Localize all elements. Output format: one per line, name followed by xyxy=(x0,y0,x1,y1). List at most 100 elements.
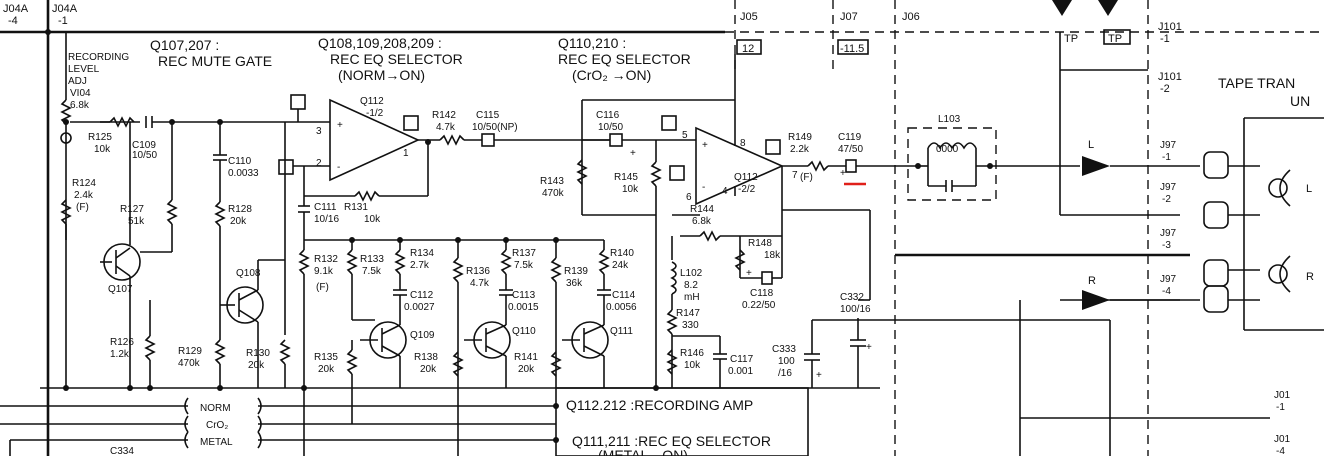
label-cro2: CrO₂ xyxy=(206,420,228,431)
svg-text:R147: R147 xyxy=(676,308,700,319)
svg-text:C114: C114 xyxy=(612,290,636,301)
q107-mute-gate: Q107 R127 51k R126 1.2k xyxy=(100,119,178,388)
svg-text:+: + xyxy=(746,268,752,279)
svg-text:0.0033: 0.0033 xyxy=(228,168,259,179)
svg-text:C333: C333 xyxy=(772,344,796,355)
svg-text:C115: C115 xyxy=(476,110,500,121)
svg-text:0.22/50: 0.22/50 xyxy=(742,300,776,311)
svg-text:-2/2: -2/2 xyxy=(738,184,756,195)
svg-text:R146: R146 xyxy=(680,348,704,359)
svg-text:330: 330 xyxy=(682,320,699,331)
svg-text:-4: -4 xyxy=(1276,446,1285,456)
svg-text:R137: R137 xyxy=(512,248,536,259)
svg-text:J97: J97 xyxy=(1160,182,1177,193)
svg-text:47/50: 47/50 xyxy=(838,144,863,155)
svg-text:VI04: VI04 xyxy=(70,88,91,99)
svg-text:R145: R145 xyxy=(614,172,638,183)
svg-text:0000: 0000 xyxy=(936,144,959,155)
svg-text:4.7k: 4.7k xyxy=(470,278,490,289)
svg-text:1.2k: 1.2k xyxy=(110,349,130,360)
signal-r: R xyxy=(1088,275,1096,287)
svg-text:2: 2 xyxy=(316,158,322,169)
svg-text:10k: 10k xyxy=(364,214,381,225)
svg-text:+: + xyxy=(816,370,822,381)
svg-text:R132: R132 xyxy=(314,254,338,265)
svg-text:C116: C116 xyxy=(596,110,620,121)
svg-text:7: 7 xyxy=(792,170,798,181)
svg-text:470k: 470k xyxy=(178,358,201,369)
bottom-bus: NORM CrO₂ METAL C334 Q112.212 :RECORDING… xyxy=(0,385,880,456)
svg-text:+: + xyxy=(630,148,636,159)
svg-text:J97: J97 xyxy=(1160,274,1177,285)
connector-labels: J04A -4 J04A -1 J05 J07 J06 12 -11.5 TP … xyxy=(3,3,1310,109)
box-12: 12 xyxy=(742,43,754,55)
svg-text:10k: 10k xyxy=(684,360,701,371)
svg-text:+: + xyxy=(866,342,872,353)
svg-text:C113: C113 xyxy=(512,290,536,301)
svg-text:R136: R136 xyxy=(466,266,490,277)
svg-text:C119: C119 xyxy=(838,132,862,143)
svg-text:R148: R148 xyxy=(748,238,772,249)
svg-text:3: 3 xyxy=(316,126,322,137)
svg-text:4.7k: 4.7k xyxy=(436,122,456,133)
svg-text:C334: C334 xyxy=(110,446,134,456)
svg-text:LEVEL: LEVEL xyxy=(68,64,100,75)
svg-text:0.0056: 0.0056 xyxy=(606,302,637,313)
svg-text:10/50: 10/50 xyxy=(132,150,157,161)
svg-text:Q109: Q109 xyxy=(410,330,435,341)
signal-l: L xyxy=(1088,139,1094,151)
svg-text:C332: C332 xyxy=(840,292,864,303)
svg-text:5: 5 xyxy=(682,130,688,141)
svg-text:2.2k: 2.2k xyxy=(790,144,810,155)
svg-text:-4: -4 xyxy=(1162,286,1171,297)
svg-text:4: 4 xyxy=(722,186,728,197)
svg-text:+: + xyxy=(702,140,708,151)
conn-j101: J101 xyxy=(1158,21,1182,33)
conn-j04a-pin: -4 xyxy=(8,15,18,27)
svg-text:9.1k: 9.1k xyxy=(314,266,334,277)
svg-text:8: 8 xyxy=(740,138,746,149)
svg-text:L102: L102 xyxy=(680,268,703,279)
section-titles: Q107,207 : REC MUTE GATE Q108,109,208,20… xyxy=(150,35,691,83)
svg-text:0.001: 0.001 xyxy=(728,366,753,377)
svg-text:+: + xyxy=(337,120,343,131)
svg-text:R129: R129 xyxy=(178,346,202,357)
svg-text:mH: mH xyxy=(684,292,700,303)
svg-text:10/50(NP): 10/50(NP) xyxy=(472,122,518,133)
svg-text:R128: R128 xyxy=(228,204,252,215)
svg-text:R138: R138 xyxy=(414,352,438,363)
svg-text:2.4k: 2.4k xyxy=(74,190,94,201)
title-q107: Q107,207 : xyxy=(150,37,219,53)
svg-text:C112: C112 xyxy=(410,290,434,301)
note-metal: (METAL→ON) xyxy=(598,447,688,456)
svg-text:1: 1 xyxy=(403,148,409,159)
svg-text:0.0015: 0.0015 xyxy=(508,302,539,313)
tp-2: TP xyxy=(1108,33,1122,45)
svg-text:R142: R142 xyxy=(432,110,456,121)
tape-connectors: L R L R J97 -1 J97 -2 J97 -3 J97 -4 J01 … xyxy=(895,117,1324,456)
q112a-opamp: + - 3 2 1 Q112 -1/2 R131 10k C111 10/16 … xyxy=(220,94,610,240)
svg-text:C109: C109 xyxy=(132,140,156,151)
svg-text:18k: 18k xyxy=(764,250,781,261)
q112b-recording-amp: C116 10/50 + R143 470k R145 10k 5 6 + - … xyxy=(540,54,918,388)
svg-text:+: + xyxy=(840,168,846,179)
svg-text:Q110: Q110 xyxy=(512,326,536,337)
conn-j04a2-pin: -1 xyxy=(58,15,68,27)
svg-text:R141: R141 xyxy=(514,352,538,363)
conn-j06: J06 xyxy=(902,11,920,23)
title-eq-cro2: REC EQ SELECTOR xyxy=(558,51,691,67)
svg-text:R133: R133 xyxy=(360,254,384,265)
svg-text:0.0027: 0.0027 xyxy=(404,302,435,313)
svg-text:8.2: 8.2 xyxy=(684,280,698,291)
conn-j07: J07 xyxy=(840,11,858,23)
svg-text:R139: R139 xyxy=(564,266,588,277)
title-mute-gate: REC MUTE GATE xyxy=(158,53,272,69)
conn-j101b: J101 xyxy=(1158,71,1182,83)
svg-text:-2: -2 xyxy=(1162,194,1171,205)
conn-j101-pin2: -2 xyxy=(1160,83,1170,95)
svg-text:R: R xyxy=(1306,271,1314,283)
box-11-5: -11.5 xyxy=(840,43,864,55)
conn-j05: J05 xyxy=(740,11,758,23)
svg-text:-1: -1 xyxy=(1276,402,1285,413)
